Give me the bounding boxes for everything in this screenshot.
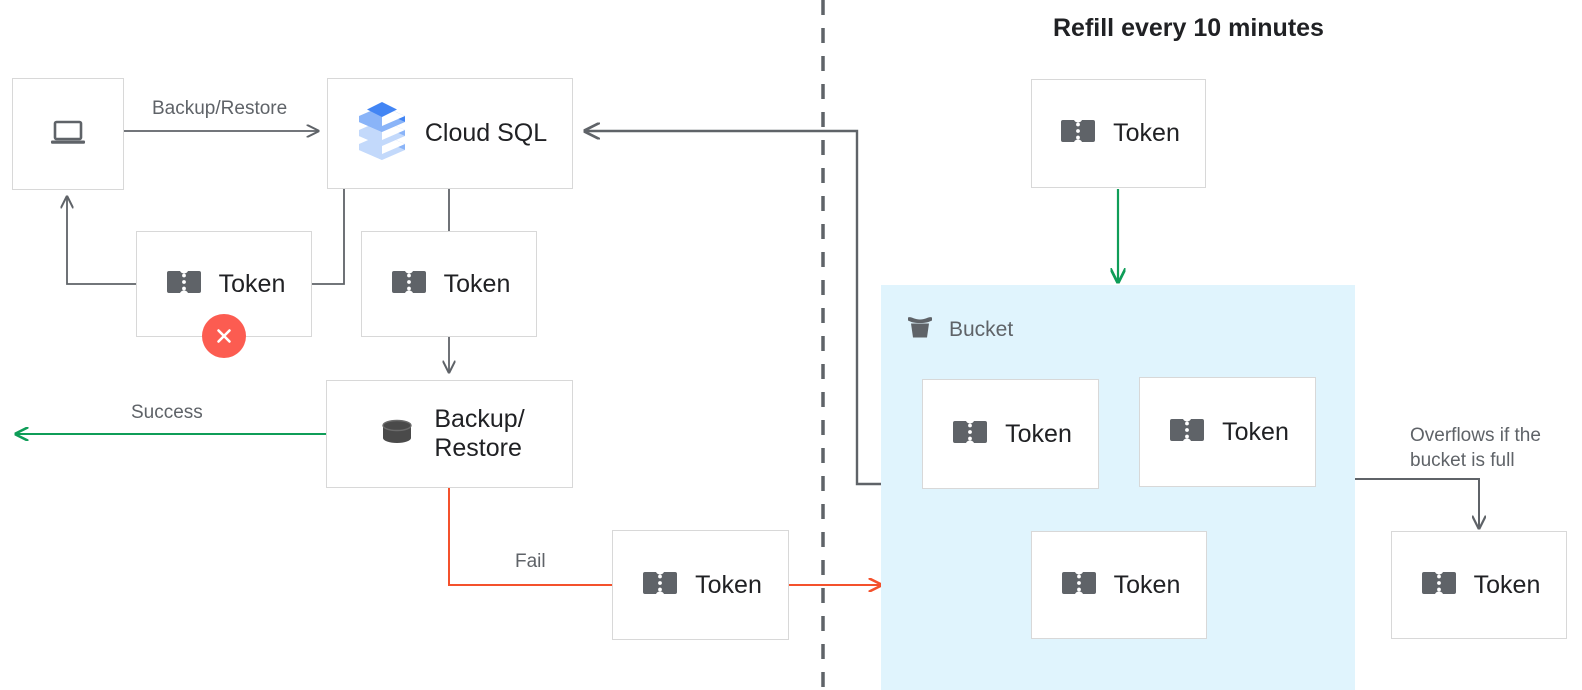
node-token-overflow-label: Token [1473, 570, 1541, 599]
node-bucket-token-3[interactable]: Token [1031, 531, 1207, 639]
node-bucket-token-3-label: Token [1113, 570, 1181, 599]
token-icon [163, 261, 205, 308]
edge-bucket-to-cloudsql [585, 131, 881, 486]
node-token-consumed[interactable]: Token [361, 231, 537, 337]
node-token-fail-return-label: Token [695, 570, 762, 599]
node-token-failed-label: Token [218, 269, 286, 298]
node-bucket-token-2[interactable]: Token [1139, 377, 1316, 487]
token-icon [949, 411, 991, 458]
cloud-sql-icon [353, 100, 411, 167]
node-bucket-token-1-label: Token [1005, 419, 1072, 448]
token-icon [1166, 409, 1208, 456]
edge-cloudsql-to-failed-token [312, 189, 345, 285]
node-bucket-token-2-label: Token [1222, 417, 1289, 446]
node-cloud-sql-label: Cloud SQL [424, 119, 548, 147]
bucket-icon [903, 310, 937, 349]
database-icon [374, 409, 420, 460]
node-backup-restore-label: Backup/ Restore [434, 405, 525, 462]
node-token-fail-return[interactable]: Token [612, 530, 789, 640]
error-x-badge [202, 314, 246, 358]
close-icon [217, 329, 231, 343]
edge-label-backup-restore: Backup/Restore [152, 98, 288, 119]
token-icon [639, 562, 681, 609]
node-token-refill-label: Token [1113, 119, 1180, 147]
token-icon [1418, 562, 1460, 609]
bucket-header: Bucket [903, 310, 1013, 349]
node-token-refill[interactable]: Token [1031, 79, 1206, 188]
token-icon [1057, 110, 1099, 157]
edge-label-success: Success [131, 402, 203, 423]
diagram-title: Refill every 10 minutes [1053, 14, 1324, 42]
edge-failed-token-to-client [67, 197, 136, 285]
edge-label-overflow: Overflows if the bucket is full [1410, 425, 1541, 471]
node-token-overflow[interactable]: Token [1391, 531, 1567, 639]
node-backup-restore[interactable]: Backup/ Restore [326, 380, 573, 488]
bucket-label: Bucket [949, 317, 1014, 341]
token-icon [1058, 562, 1100, 609]
laptop-icon [46, 110, 90, 159]
node-cloud-sql[interactable]: Cloud SQL [327, 78, 573, 189]
token-icon [388, 261, 430, 308]
node-token-consumed-label: Token [443, 269, 511, 298]
edge-bucket-overflow [1355, 478, 1479, 528]
node-client[interactable] [12, 78, 124, 190]
edge-label-fail: Fail [515, 551, 546, 572]
node-bucket-token-1[interactable]: Token [922, 379, 1099, 489]
